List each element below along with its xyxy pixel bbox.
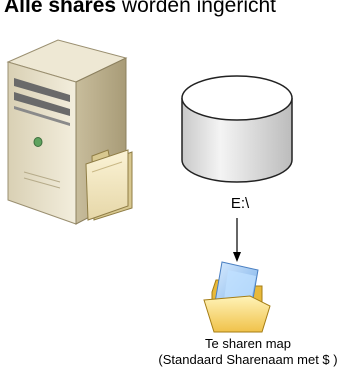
page-title-bold: Alle shares [4,0,117,17]
arrow-down-icon [233,218,241,262]
page-title-rest: worden ingericht [116,0,276,17]
page-title: Alle shares worden ingericht [4,0,346,19]
shared-folder-caption-line1: Te sharen map [205,336,291,351]
drive-label: E:\ [230,195,250,212]
shared-folder-caption-line2: (Standaard Sharenaam met $ ) [158,352,338,367]
shared-folder-caption: Te sharen map (Standaard Sharenaam met $… [150,336,346,368]
folder-icon [85,149,133,221]
open-folder-icon [203,261,271,333]
disk-cylinder-icon [181,75,293,183]
